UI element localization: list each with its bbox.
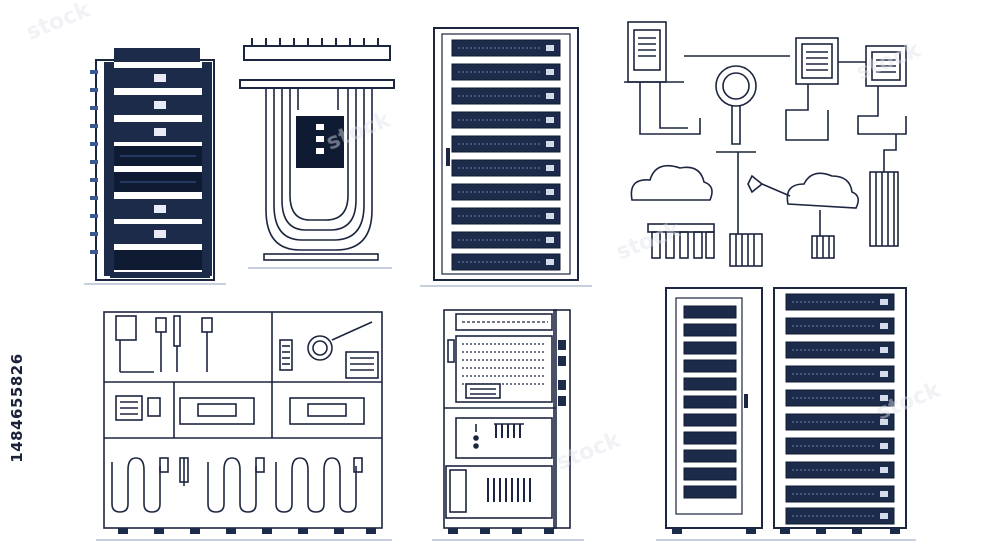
control-cabinet	[443, 309, 571, 529]
power-cabinet-feet	[118, 528, 376, 534]
rack-units	[114, 68, 202, 270]
control-cabinet-feet	[448, 528, 554, 534]
image-id-text: 1484655826	[8, 353, 26, 463]
server-cabinet-pair	[665, 287, 907, 529]
svg-text:stock: stock	[553, 427, 625, 476]
svg-text:stock: stock	[23, 0, 95, 46]
rack-side-ports	[90, 70, 98, 254]
server-cabinet-closed	[420, 27, 592, 287]
server-rack-open	[84, 48, 226, 285]
cabinet-pair-feet	[672, 528, 900, 534]
svg-text:stock: stock	[323, 107, 395, 156]
image-id-label: 1484655826	[6, 308, 28, 508]
power-distribution-cabinet	[103, 311, 383, 529]
network-topology	[624, 21, 907, 267]
patch-panel-cabling	[239, 38, 395, 269]
svg-text:stock: stock	[853, 37, 925, 86]
